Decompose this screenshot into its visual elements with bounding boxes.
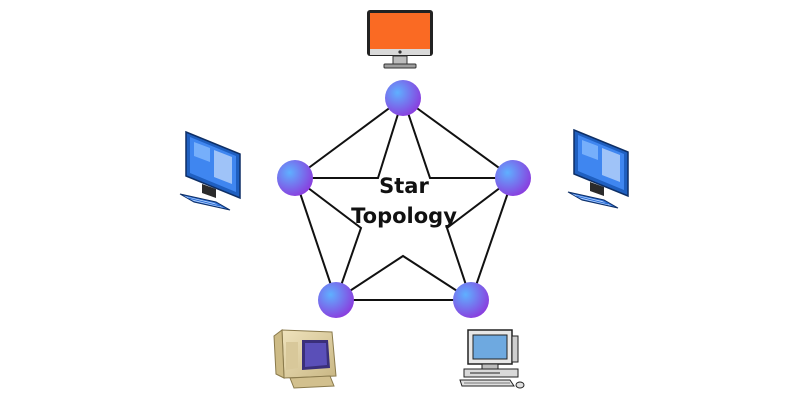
link-right-bottomright bbox=[470, 177, 514, 301]
blue-desktop-computer-left-icon bbox=[179, 130, 241, 211]
link-left-bottomleft bbox=[294, 177, 337, 301]
star-inner-lines bbox=[292, 97, 516, 303]
blue-desktop-computer-right-icon bbox=[567, 128, 629, 209]
orange-monitor-icon bbox=[367, 10, 433, 69]
diagram-title-line-2: Topology bbox=[351, 204, 457, 228]
node-bottom-left[interactable] bbox=[318, 282, 354, 318]
node-right[interactable] bbox=[495, 160, 531, 196]
diagram-title-line-1: Star bbox=[379, 174, 429, 198]
vintage-crt-computer-icon bbox=[273, 329, 337, 389]
link-top-right bbox=[402, 97, 514, 179]
node-bottom-right[interactable] bbox=[453, 282, 489, 318]
node-left[interactable] bbox=[277, 160, 313, 196]
classic-desktop-computer-icon bbox=[459, 329, 525, 389]
network-links bbox=[292, 97, 516, 303]
node-top[interactable] bbox=[385, 80, 421, 116]
network-nodes bbox=[277, 80, 531, 318]
link-top-left bbox=[294, 97, 404, 179]
